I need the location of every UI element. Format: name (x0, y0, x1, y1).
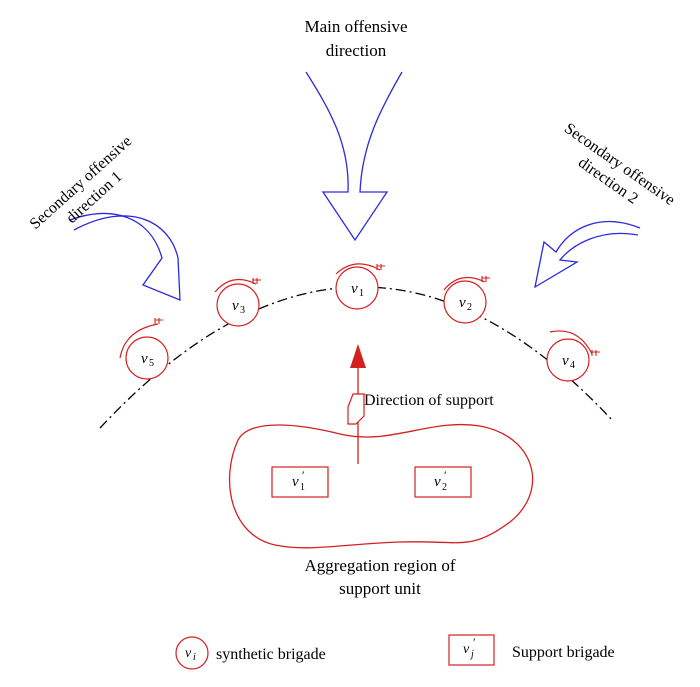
brigade-v3-sub: 3 (240, 305, 245, 316)
support-v1-prime: ′ (302, 468, 305, 482)
main-offensive-arrow (305, 71, 403, 242)
secondary-arrow-1 (69, 212, 181, 301)
legend-rect-sub: j (469, 649, 474, 660)
brigade-v1-sub: 1 (359, 288, 364, 299)
brigade-v5-sub: 5 (149, 358, 154, 369)
brigade-v2-sub: 2 (467, 302, 472, 313)
support-v2-letter: v (434, 474, 441, 490)
support-v1-sub: 1 (300, 482, 305, 493)
brigade-v3-letter: v (232, 298, 239, 314)
brigade-v5: v 5 (119, 318, 169, 380)
support-direction-arrow (347, 344, 366, 464)
support-brigade-v2prime: v 2 ′ (414, 466, 472, 498)
legend-circle-text: synthetic brigade (216, 646, 326, 663)
brigade-v4-sub: 4 (570, 360, 575, 371)
brigade-v2-letter: v (459, 295, 466, 311)
secondary-2-label: Secondary offensive direction 2 (561, 120, 678, 209)
support-v1-letter: v (292, 474, 299, 490)
brigade-v3: v 3 (214, 278, 261, 327)
aggregation-region (228, 423, 534, 549)
brigade-v4: v 4 (546, 330, 600, 382)
legend-rect-text: Support brigade (512, 644, 615, 661)
brigade-v5-letter: v (141, 351, 148, 367)
legend: v i synthetic brigade v j ′ Support brig… (175, 634, 615, 670)
main-offensive-label-line1: Main offensive (304, 17, 407, 36)
legend-circle-letter: v (185, 646, 192, 661)
brigade-v1: v 1 (335, 263, 385, 310)
brigade-v4-letter: v (562, 353, 569, 369)
secondary-arrow-2 (534, 220, 641, 289)
legend-circle-item: v i synthetic brigade (175, 636, 326, 670)
support-brigade-v1prime: v 1 ′ (271, 466, 329, 498)
support-v2-sub: 2 (442, 482, 447, 493)
aggregation-label-line1: Aggregation region of (304, 556, 455, 575)
legend-circle-sub: i (193, 652, 196, 663)
secondary-1-label: Secondary offensive direction 1 (27, 133, 136, 233)
legend-rect-item: v j ′ Support brigade (448, 634, 615, 666)
brigade-v2: v 2 (443, 276, 490, 324)
main-offensive-label-line2: direction (326, 41, 387, 60)
legend-rect-letter: v (463, 642, 470, 657)
brigade-v1-letter: v (351, 281, 358, 297)
legend-rect-prime: ′ (473, 635, 476, 649)
support-direction-label: Direction of support (364, 392, 494, 409)
support-v2-prime: ′ (444, 468, 447, 482)
aggregation-label-line2: support unit (339, 579, 421, 598)
